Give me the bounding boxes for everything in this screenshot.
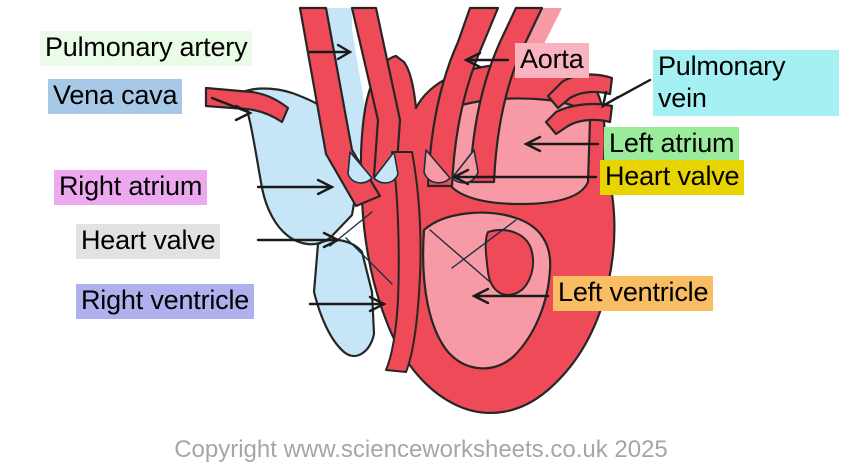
label-pulmonary-vein[interactable]: Pulmonary vein [653,50,839,117]
arrow-right-atrium [256,178,335,196]
pulmonary-artery-vessel [298,6,382,208]
interventricular-septum [385,151,422,373]
right-ventricle-chamber-wall [312,238,376,358]
label-heart-valve-right[interactable]: Heart valve [76,224,221,259]
pulmonary-vein-lower [544,102,614,136]
label-vena-cava[interactable]: Vena cava [48,79,183,114]
label-pulmonary-artery[interactable]: Pulmonary artery [40,31,253,66]
label-aorta[interactable]: Aorta [515,43,589,78]
label-left-atrium[interactable]: Left atrium [604,127,740,162]
label-left-ventricle[interactable]: Left ventricle [553,276,714,311]
vena-cava-vessel [204,86,290,124]
arrow-vena-cava [210,96,253,122]
arrow-heart-valve-left [451,168,598,186]
arrow-left-ventricle [471,287,550,305]
left-papillary-muscle [484,229,534,296]
arrow-aorta [463,51,510,69]
arrow-left-atrium [523,135,600,153]
aorta-outer-branch [468,6,544,184]
aorta-vessel [426,6,500,188]
arrow-right-ventricle [308,295,387,313]
label-right-atrium[interactable]: Right atrium [54,170,208,205]
copyright-notice: Copyright www.scienceworksheets.co.uk 20… [174,436,668,463]
arrow-pulmonary-artery [308,43,353,61]
label-right-ventricle[interactable]: Right ventricle [76,284,255,319]
arrow-heart-valve-right [256,231,341,249]
label-arrows-layer [210,43,652,313]
arrow-pulmonary-vein [601,78,652,109]
right-heart-valve-cusps [347,151,399,184]
label-heart-valve-left[interactable]: Heart valve [600,160,745,195]
